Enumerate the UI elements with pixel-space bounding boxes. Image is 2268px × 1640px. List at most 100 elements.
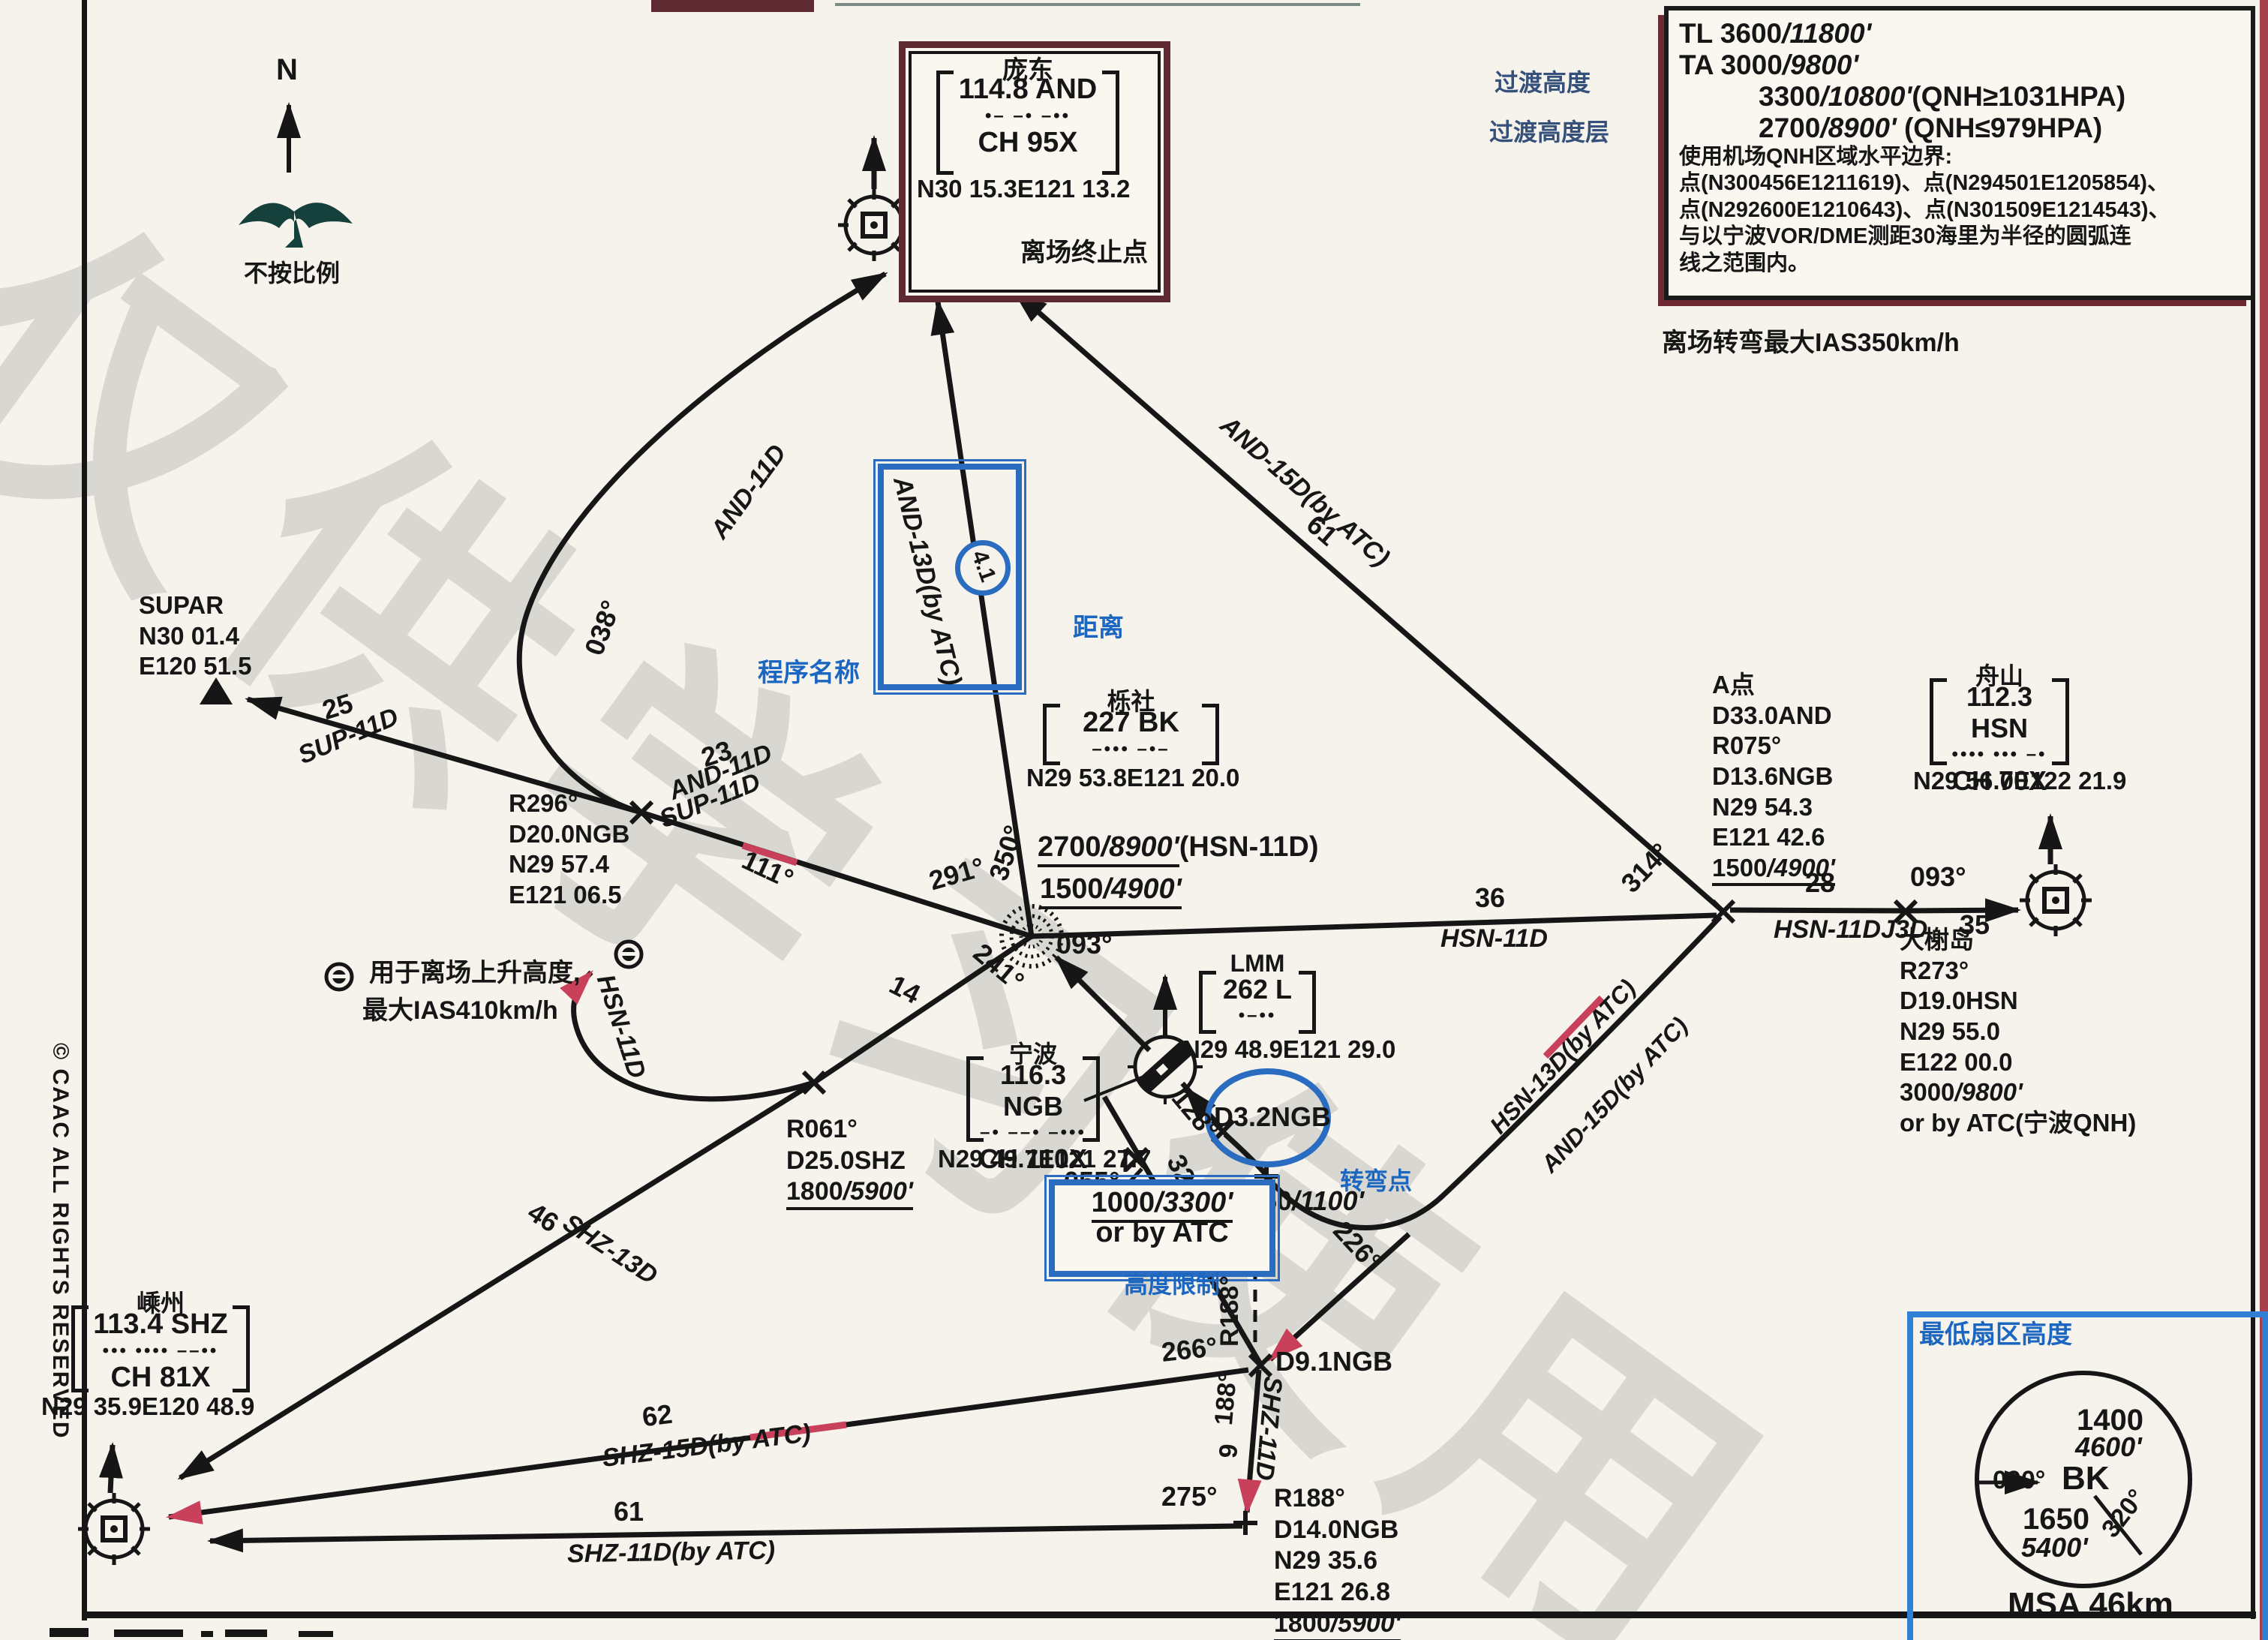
msa-scale-label: MSA 46km (2008, 1586, 2173, 1623)
msa-box (1907, 1311, 2268, 1640)
footer-clipped-text (50, 1628, 333, 1637)
hub-alt1-proc: (HSN-11D) (1179, 831, 1319, 863)
dist-35: 35 (1960, 909, 1990, 940)
qnh-high-value: 3300 (1759, 81, 1821, 112)
radial-r188-label: R188° (1215, 1275, 1244, 1347)
alt-box-ft: /3300' (1155, 1187, 1233, 1218)
shengzhou-freq: 113.4 SHZ (93, 1308, 228, 1340)
lmm-morse: •–•• (1238, 1005, 1277, 1026)
course-314: 314° (1615, 837, 1676, 899)
turn-point-note-label: 转弯点 (1340, 1167, 1413, 1194)
alt-box-line1: 1000/3300' (1055, 1187, 1269, 1223)
bracket-icon (71, 1305, 89, 1392)
distance-circle-icon: 4.1 (955, 540, 1011, 596)
transition-level-label: 过渡高度层 (1489, 119, 1610, 146)
msa-value-4600ft: 4600' (2075, 1431, 2142, 1462)
fix-r061-block: R061° D25.0SHZ 1800/5900' (786, 1116, 913, 1211)
route-and11d-arc-label: AND-11D (704, 439, 792, 545)
r188-radial-line: R188° (1274, 1484, 1345, 1512)
pangdong-channel: CH 95X (978, 127, 1078, 158)
zhoushan-title: 舟山 (1975, 662, 2023, 689)
lmm-freq: 262 L (1222, 974, 1293, 1005)
qnh-boundary-note: 使用机场QNH区域水平边界: (1679, 145, 1953, 169)
msa-bearing-090: 090° (1993, 1466, 2046, 1494)
a-point-alt-ft: /4900' (1767, 853, 1835, 882)
tl-feet: /11800' (1782, 18, 1872, 49)
shengzhou-morse: ••• •••• ––•• (102, 1341, 219, 1361)
r296-radial: R296° (509, 789, 578, 817)
r188-alt-m: 1800 (1274, 1608, 1331, 1638)
pangdong-morse: •– –• –•• (985, 106, 1071, 126)
a-point-lon: E121 42.6 (1712, 823, 1825, 852)
shengzhou-north-tick (98, 1442, 123, 1494)
msa-value-5400ft: 5400' (2021, 1532, 2088, 1563)
msa-bk-label: BK (2062, 1460, 2110, 1497)
daxie-alt-m: 3000 (1900, 1078, 1955, 1107)
supar-lon: E120 51.5 (139, 652, 252, 680)
qnh-high-cond: (QNH≥1031HPA) (1912, 81, 2126, 112)
fix-r188-plus (1233, 1511, 1257, 1535)
lmm-title: LMM (1230, 950, 1285, 977)
ningbo-morse: –• ––• –••• (980, 1122, 1086, 1143)
route-hsn11d-label: HSN-11D (1440, 924, 1548, 953)
route-hsn11dj3d-label: HSN-11DJ3D (1774, 915, 1928, 944)
r061-alt-ft: /5900' (843, 1177, 913, 1206)
route-hsn13d-label: HSN-13D(by ATC) (1484, 974, 1641, 1140)
bracket-icon (233, 1305, 250, 1392)
footnote-symbol (326, 964, 352, 990)
ningbo-title: 宁波 (1008, 1041, 1057, 1068)
daxie-dme: D19.0HSN (1900, 987, 2018, 1015)
route-shz11d-atc-label: SHZ-11D(by ATC) (566, 1536, 776, 1569)
qnh-low-value: 2700 (1759, 113, 1821, 143)
qnh-boundary-pt1: 点(N300456E1211619)、点(N294501E1205854)、 (1679, 171, 2169, 196)
bracket-icon (936, 71, 954, 175)
copyright-text: © CAAC ALL RIGHTS RESERVED (48, 1043, 73, 1440)
supar-name: SUPAR (139, 591, 224, 619)
shengzhou-title: 嵊州 (136, 1290, 185, 1317)
not-to-scale-note: 不按比例 (244, 260, 341, 287)
supar-fix-block: SUPAR N30 01.4 E120 51.5 (139, 591, 252, 684)
daxie-lon: E122 00.0 (1900, 1047, 2013, 1076)
fix-a-x (1713, 901, 1734, 922)
shengzhou-vor-icon (78, 1493, 150, 1565)
route-28-line (1729, 907, 1906, 914)
transition-altitude-label: 过渡高度 (1494, 69, 1591, 96)
route-shz15d-label: SHZ-15D(by ATC) (600, 1419, 813, 1473)
footnote-line2: 最大IAS410km/h (362, 996, 558, 1025)
turn-alt-ft: /1100' (1292, 1185, 1365, 1216)
distance-note-label: 距离 (1073, 614, 1124, 642)
daxie-alt-ft: /9800' (1954, 1078, 2023, 1107)
qnh-boundary-end: 线之范围内。 (1679, 251, 1810, 275)
zhoushan-morse: •••• ••• –• (1951, 744, 2047, 764)
fix-daxie-block: 大榭岛 R273° D19.0HSN N29 55.0 E122 00.0 30… (1900, 927, 2136, 1140)
north-label: N (276, 53, 298, 86)
procedure-highlight-box (873, 459, 1026, 695)
qnh-boundary-pt2: 点(N292600E1210643)、点(N301509E1214543)、 (1679, 197, 2170, 222)
qnh-boundary-arc: 与以宁波VOR/DME测距30海里为半径的圆弧连 (1679, 224, 2131, 249)
r296-dme: D20.0NGB (509, 819, 630, 848)
hub-alt2-m: 1500 (1040, 873, 1104, 905)
course-093b: 093° (1910, 861, 1966, 892)
course-275: 275° (1161, 1481, 1218, 1512)
daxie-atc-note: or by ATC(宁波QNH) (1900, 1108, 2137, 1137)
r188-dme: D14.0NGB (1274, 1515, 1399, 1544)
ta-value: TA 3000 (1679, 50, 1783, 80)
bracket-icon (1043, 704, 1060, 765)
hub-alt1-ft: /8900' (1101, 831, 1179, 863)
ta-feet: /9800' (1782, 50, 1859, 80)
daxie-lat: N29 55.0 (1900, 1017, 2000, 1045)
route-and15d-label: AND-15D(by ATC) (1215, 410, 1395, 573)
route-and15d-label-2: AND-15D(by ATC) (1535, 1011, 1693, 1178)
bracket-icon (2052, 678, 2069, 765)
ningbo-channel: CH 110X (978, 1143, 1088, 1174)
lishe-navaid-box: 栎社 227 BK –••• –•– (1043, 684, 1219, 765)
altitude-limit-note-label: 高度限制 (1124, 1271, 1221, 1298)
departure-end-label: 离场终止点 (1020, 239, 1148, 267)
qnh-low-feet: /8900' (1820, 113, 1897, 143)
course-188: 188° (1209, 1371, 1242, 1427)
bracket-icon (1299, 971, 1316, 1034)
dist-62: 62 (640, 1398, 674, 1433)
r296-lat: N29 57.4 (509, 850, 609, 879)
dist-9: 9 (1214, 1442, 1244, 1460)
